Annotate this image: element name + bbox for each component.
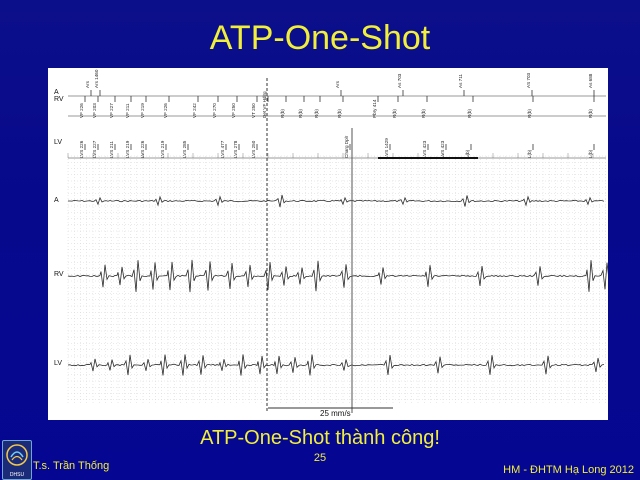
rv-egm-trace — [67, 259, 608, 293]
marker-rv-label: R(b) — [421, 109, 426, 118]
marker-lv-label: LVS 250 — [251, 140, 256, 158]
marker-a-label: As 703 — [397, 73, 402, 88]
marker-lv-label: LVS 211 — [109, 141, 114, 158]
marker-rv-label: VF 211 — [125, 103, 130, 118]
university-logo: DHSU — [2, 440, 32, 480]
marker-a-label: Ars — [335, 80, 340, 88]
ecg-grid — [67, 153, 606, 404]
marker-rv-label: VF 242 — [192, 103, 197, 118]
marker-rv-label: R(b) — [280, 109, 285, 118]
marker-a-label: Ars 1460 — [94, 69, 99, 88]
marker-lv-label: Charg Dplr — [344, 135, 349, 158]
marker-lv-label: L(b) — [465, 149, 470, 158]
marker-a-label: Ars — [85, 80, 90, 88]
marker-lv-label: LVS 423 — [440, 140, 445, 158]
marker-lv-label: LVS 226 — [79, 140, 84, 158]
marker-rv-label: VF 227 — [109, 103, 114, 118]
marker-a-label: As 688 — [588, 73, 593, 88]
logo-text: DHSU — [9, 472, 25, 478]
marker-lv-label: LVS 219 — [125, 140, 130, 158]
marker-lv-label: LVS 226 — [140, 140, 145, 158]
marker-lv-label: LVS 278 — [233, 140, 238, 158]
lv-egm-trace — [67, 354, 605, 376]
conference-footer: HM - ĐHTM Hạ Long 2012 — [503, 464, 634, 476]
channel-label: A — [54, 89, 59, 96]
egm-traces — [67, 194, 608, 376]
a-egm-trace — [68, 194, 605, 208]
marker-rv-label: VF 250 — [231, 103, 236, 118]
marker-rv-label: R(b) — [337, 109, 342, 118]
marker-lv-label: LVS 227 — [92, 140, 97, 158]
page-number: 25 — [313, 452, 327, 464]
marker-lv-label: LVS 1429 — [384, 138, 389, 158]
author-name: T.s. Trần Thống — [33, 460, 110, 472]
marker-a-label: AS 703 — [526, 72, 531, 88]
marker-rv-label: VT 250 — [251, 103, 256, 118]
marker-rv-label: Det VF Hdlrg — [262, 91, 267, 118]
channel-label: RV — [54, 96, 64, 103]
marker-rv-label: R(b) — [314, 109, 319, 118]
marker-lv-label: L(b) — [588, 149, 593, 158]
marker-a-label: As 711 — [458, 74, 463, 88]
channel-label: RV — [54, 271, 64, 278]
marker-lv-label: LVS 477 — [220, 140, 225, 158]
marker-rv-label: VF 226 — [163, 103, 168, 118]
marker-rv-label: VF 203 — [92, 103, 97, 118]
paper-speed-label: 25 mm/s — [320, 409, 351, 418]
channel-label: LV — [54, 360, 62, 367]
marker-rv-label: R(b) — [298, 109, 303, 118]
marker-rv-label: VF 226 — [79, 103, 84, 118]
marker-lv-label: LVS 423 — [422, 140, 427, 158]
marker-rv-label: R(b) — [392, 109, 397, 118]
marker-rv-label: VF 270 — [212, 103, 217, 118]
marker-rv-label: R(b) — [527, 109, 532, 118]
marker-rv-label: R(b) — [588, 109, 593, 118]
channel-label: LV — [54, 139, 62, 146]
marker-lv-label: LVS 219 — [160, 140, 165, 158]
channel-label: A — [54, 197, 59, 204]
marker-lv-label: LVS 285 — [182, 140, 187, 158]
marker-lv-label: L(b) — [527, 149, 532, 158]
slide-caption: ATP-One-Shot thành công! — [200, 427, 440, 449]
marker-rv-label: VF 219 — [140, 103, 145, 118]
slide-title: ATP-One-Shot — [209, 19, 431, 57]
marker-rv-label: R(b) — [467, 109, 472, 118]
marker-rv-label: Pbry 414 — [372, 99, 377, 118]
